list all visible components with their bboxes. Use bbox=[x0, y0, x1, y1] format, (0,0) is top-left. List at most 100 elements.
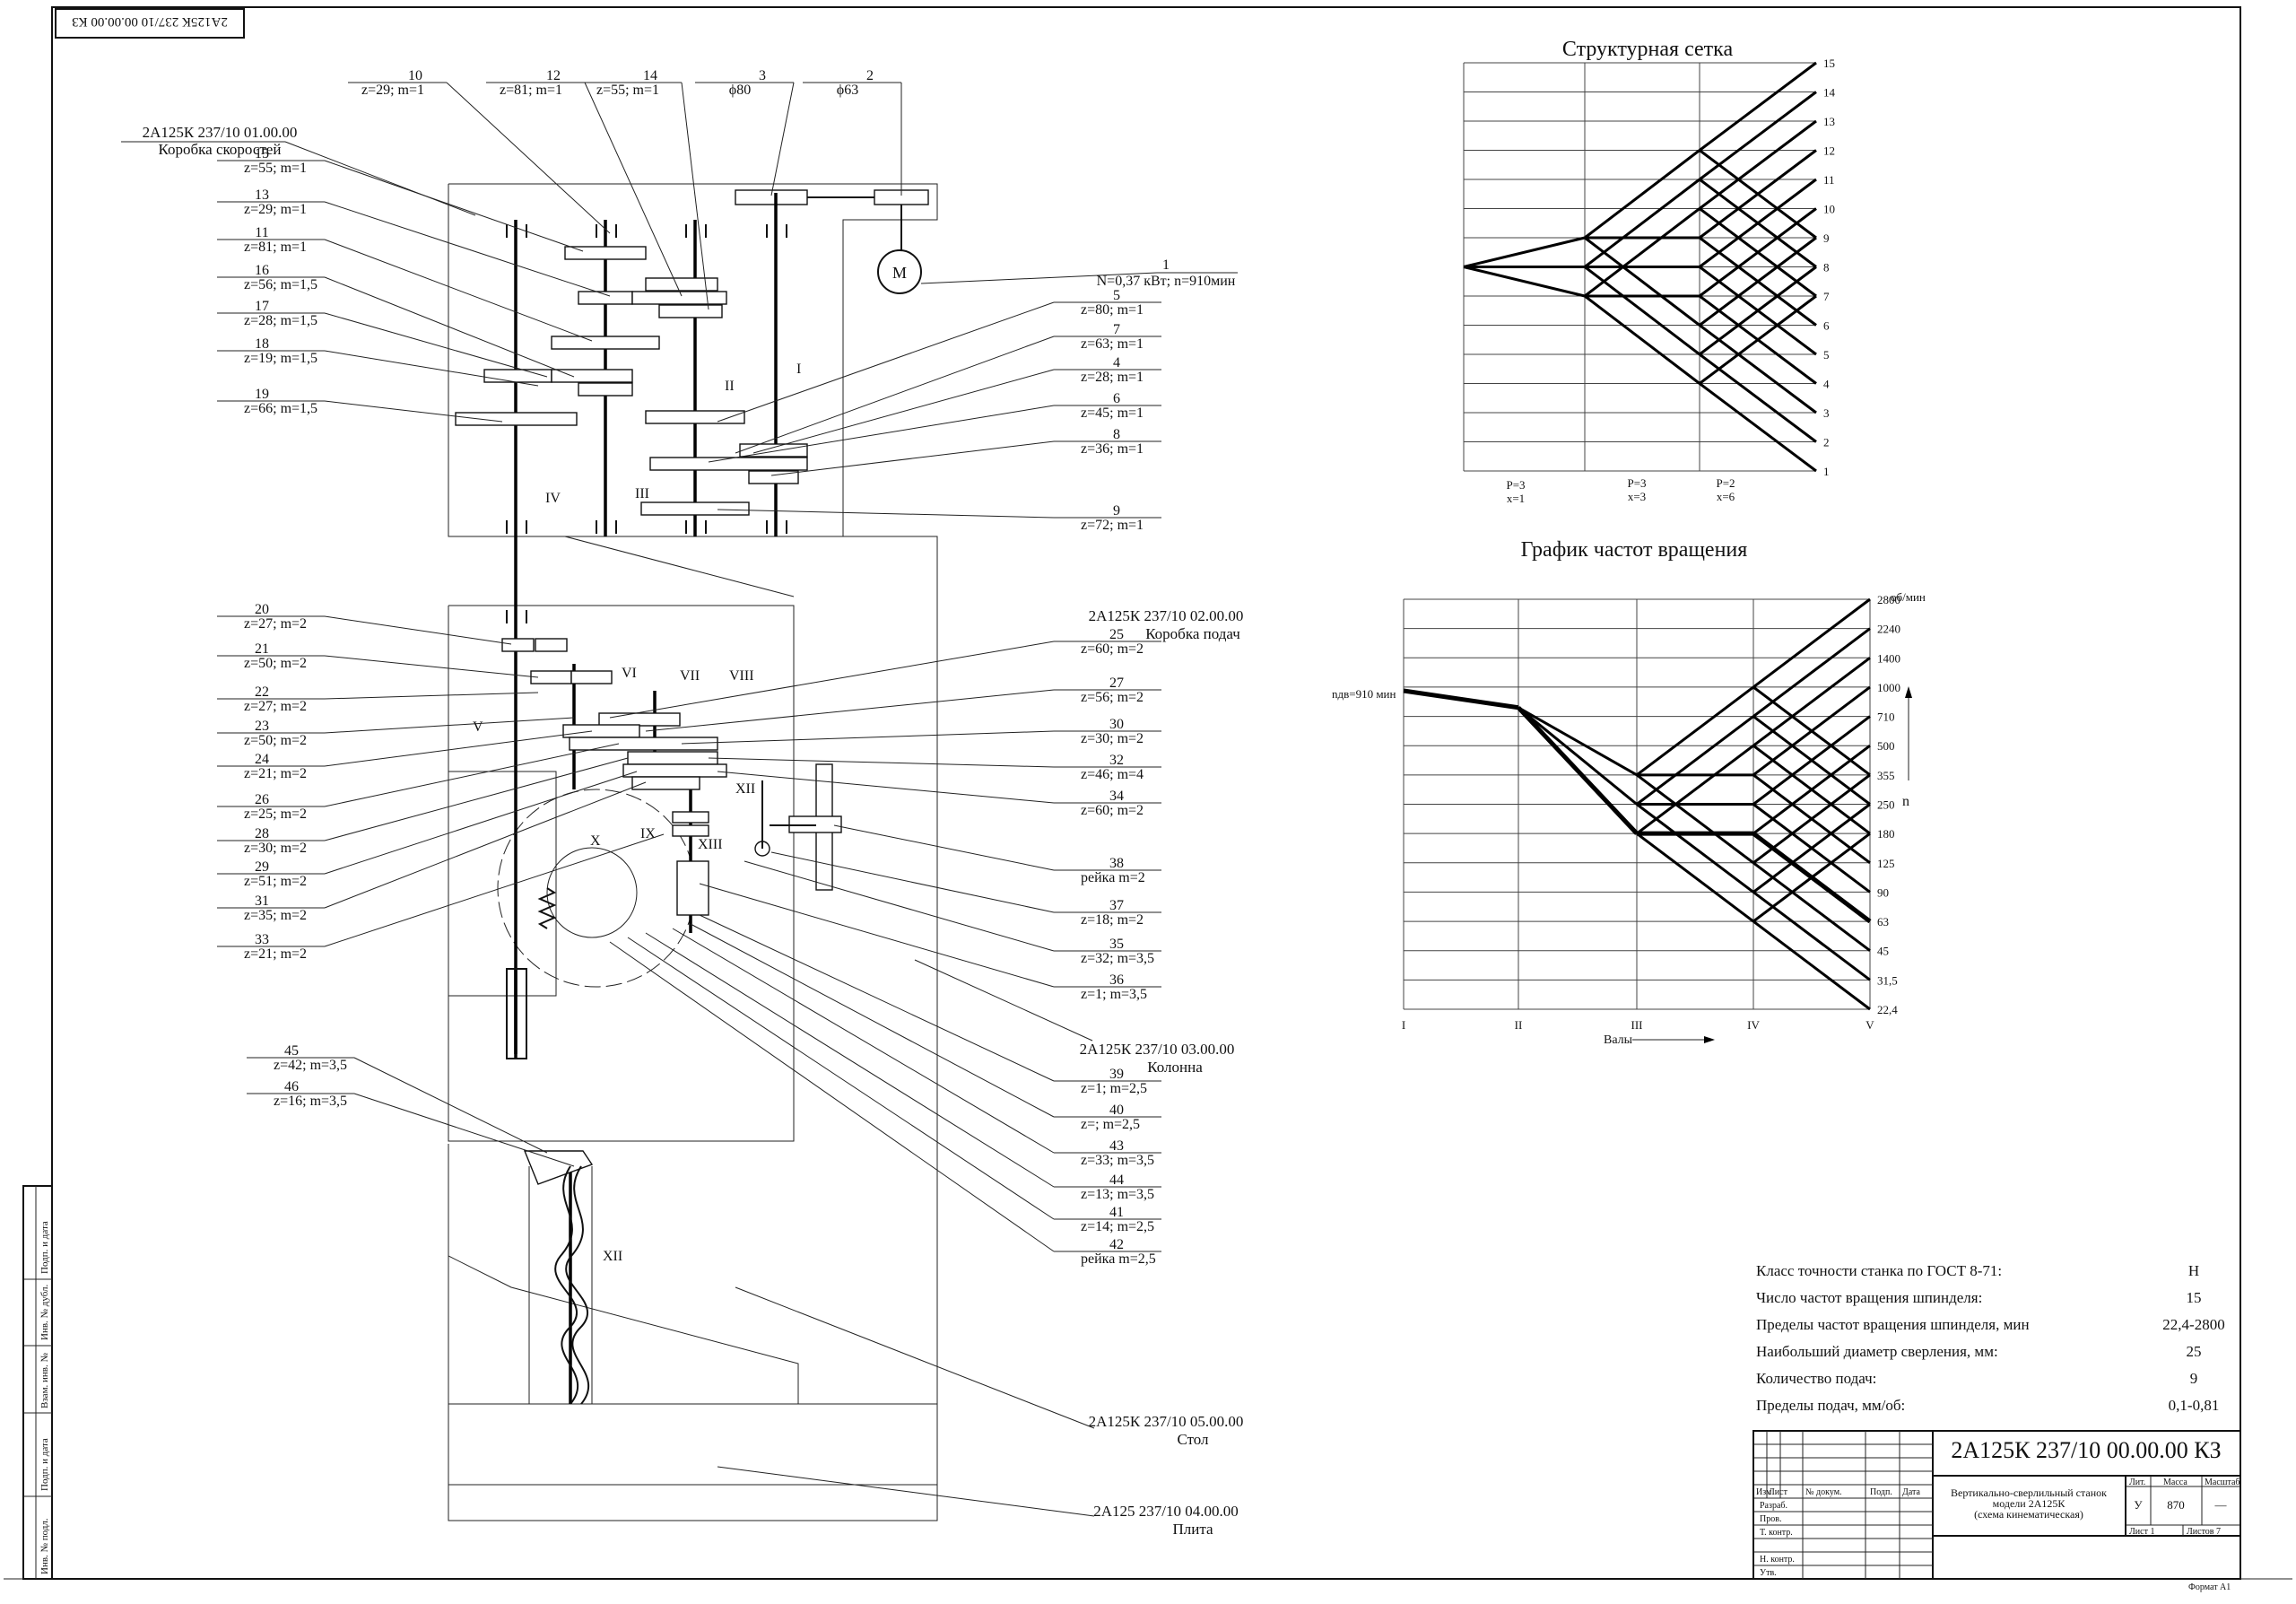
gear-label: 28z=30; m=2 bbox=[217, 757, 629, 856]
speed-chart-shafts-label: Валы bbox=[1604, 1033, 1633, 1047]
gear-label: 18z=19; m=1,5 bbox=[217, 336, 539, 387]
sc-ray bbox=[1752, 773, 1871, 864]
gear-label-spec: z=21; m=2 bbox=[244, 766, 307, 781]
leader-line bbox=[770, 82, 795, 196]
gear-label-spec: z=36; m=1 bbox=[1081, 441, 1144, 457]
leader-line bbox=[672, 928, 1055, 1154]
gear-label-spec: z=27; m=2 bbox=[244, 616, 307, 632]
leader-line bbox=[744, 860, 1055, 952]
shaft-label-XIII: XIII bbox=[698, 837, 723, 852]
gear-label-spec: z=27; m=2 bbox=[244, 699, 307, 714]
gear-label: 24z=21; m=2 bbox=[217, 730, 593, 781]
gear-label-number: 8 bbox=[1113, 427, 1120, 442]
table-code: 2А125К 237/10 05.00.00 bbox=[1089, 1413, 1244, 1430]
gear-label-number: 20 bbox=[255, 602, 269, 617]
gear-label-spec: z=63; m=1 bbox=[1081, 336, 1144, 352]
gear-label-spec: z=45; m=1 bbox=[1081, 405, 1144, 421]
gear-label-number: 44 bbox=[1109, 1172, 1124, 1188]
leader-line bbox=[324, 692, 539, 700]
gear-label-number: 31 bbox=[255, 894, 269, 909]
gear-label-spec: z=56; m=1,5 bbox=[244, 277, 317, 292]
gear-label: 40z=; m=2,5 bbox=[690, 923, 1161, 1132]
sc-ray bbox=[1752, 685, 1871, 777]
gear-label-number: 40 bbox=[1109, 1103, 1124, 1118]
spec-value: Н bbox=[2187, 1262, 2200, 1279]
leader-line bbox=[708, 405, 1055, 463]
gear-label-spec: z=25; m=2 bbox=[244, 806, 307, 822]
column-code: 2А125К 237/10 03.00.00 bbox=[1080, 1041, 1235, 1058]
spec-label: Пределы подач, мм/об: bbox=[1756, 1397, 1906, 1414]
tb-sheet: Лист 1 bbox=[2129, 1527, 2154, 1537]
spec-value: 22,4-2800 bbox=[2162, 1316, 2225, 1333]
gear-label-spec: z=42; m=3,5 bbox=[274, 1058, 347, 1073]
sg-ray bbox=[1584, 149, 1700, 240]
gear-label-number: 13 bbox=[255, 187, 269, 203]
gear-label-spec: z=29; m=1 bbox=[361, 83, 424, 98]
sc-ray bbox=[1518, 706, 1638, 806]
gear-label-spec: z=16; m=3,5 bbox=[274, 1094, 347, 1109]
spec-row: Число частот вращения шпинделя: 15 bbox=[1756, 1285, 2240, 1312]
sg-level-label: 1 bbox=[1823, 465, 1830, 478]
sg-ray bbox=[1584, 266, 1700, 356]
gear-label-spec: z=30; m=2 bbox=[1081, 731, 1144, 746]
pulley-80 bbox=[735, 189, 808, 205]
tb-lit-header: Лит. bbox=[2129, 1478, 2145, 1487]
tb-row-4: Н. контр. bbox=[1760, 1555, 1795, 1565]
gear-label-number: 7 bbox=[1113, 322, 1120, 337]
leader-line bbox=[324, 833, 665, 947]
leader-line bbox=[324, 239, 593, 342]
sg-group-3-x: x=6 bbox=[1717, 490, 1735, 503]
leader-line bbox=[699, 914, 1055, 1082]
sg-ray bbox=[1699, 294, 1817, 385]
gear-label-spec: z=55; m=1 bbox=[596, 83, 659, 98]
motor-callout: 1 N=0,37 кВт; n=910мин bbox=[920, 257, 1238, 289]
spec-label: Количество подач: bbox=[1756, 1370, 1877, 1387]
shaft-label-II: II bbox=[725, 379, 735, 394]
spec-label: Число частот вращения шпинделя: bbox=[1756, 1289, 1983, 1306]
sg-group-1-p: P=3 bbox=[1506, 478, 1525, 492]
speed-chart-unit: об/мин bbox=[1891, 590, 1926, 604]
leader-line bbox=[752, 369, 1055, 454]
gear-label-number: 39 bbox=[1109, 1067, 1124, 1082]
gear-label: 9z=72; m=1 bbox=[717, 503, 1161, 533]
gear-label: 13z=29; m=1 bbox=[217, 187, 611, 297]
gear-label-number: 15 bbox=[255, 146, 269, 161]
gear-label-spec: рейка m=2,5 bbox=[1081, 1251, 1156, 1267]
sg-ray bbox=[1699, 266, 1817, 356]
leader-line bbox=[681, 730, 1055, 745]
kinematic-scheme: М bbox=[448, 183, 938, 1521]
table-screw-side bbox=[565, 1165, 590, 1405]
sc-shaft-label: I bbox=[1402, 1018, 1405, 1032]
sc-speed-label: 125 bbox=[1877, 857, 1895, 870]
sc-speed-label: 2800 bbox=[1877, 593, 1900, 606]
gear-label-spec: z=55; m=1 bbox=[244, 161, 307, 176]
title-designation: 2А125К 237/10 00.00.00 КЗ bbox=[1951, 1437, 2221, 1463]
tb-lit: У bbox=[2134, 1498, 2143, 1512]
speed-chart-motor-label: nдв=910 мин bbox=[1332, 687, 1396, 701]
side-stamp-5: Инв. № подл. bbox=[39, 1518, 50, 1574]
gear-label-spec: ϕ80 bbox=[729, 83, 751, 98]
spec-row: Пределы подач, мм/об: 0,1-0,81 bbox=[1756, 1392, 2240, 1419]
sc-ray bbox=[1517, 706, 1639, 835]
spec-value: 0,1-0,81 bbox=[2168, 1397, 2220, 1414]
leader-line bbox=[708, 757, 1055, 768]
sc-ray bbox=[1518, 706, 1638, 777]
gear-label-number: 43 bbox=[1109, 1138, 1124, 1154]
gear-label-number: 32 bbox=[1109, 753, 1124, 768]
leader-line bbox=[324, 730, 593, 767]
gear-label-spec: z=1; m=2,5 bbox=[1081, 1081, 1147, 1096]
gear-label-number: 19 bbox=[255, 387, 269, 402]
speed-box-name: Коробка скоростей bbox=[159, 141, 282, 158]
leader-line bbox=[324, 276, 575, 378]
gear-label: 33z=21; m=2 bbox=[217, 833, 665, 962]
gear-label-number: 38 bbox=[1109, 856, 1124, 871]
gear-label: 29z=51; m=2 bbox=[217, 771, 638, 889]
gear-label: 46z=16; m=3,5 bbox=[247, 1079, 575, 1167]
leader-line bbox=[699, 883, 1055, 988]
tb-col-sign: Подп. bbox=[1870, 1487, 1892, 1497]
sc-speed-label: 90 bbox=[1877, 885, 1889, 899]
gear-label-number: 9 bbox=[1113, 503, 1120, 519]
gear-label-number: 33 bbox=[255, 932, 269, 947]
feed-wheel bbox=[497, 789, 696, 988]
